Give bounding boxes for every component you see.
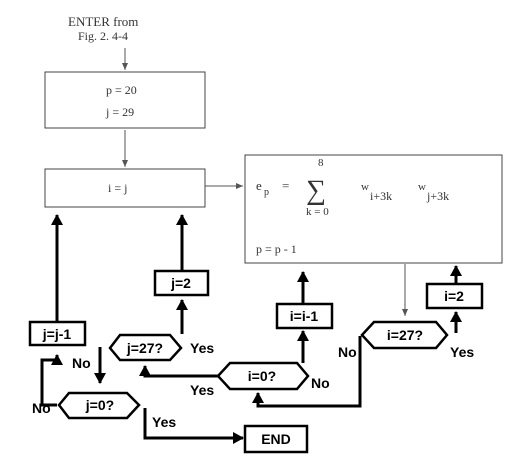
e-symbol: e [256, 178, 262, 193]
init-box [44, 71, 206, 129]
decision-i-eq-27-label: i=27? [387, 327, 423, 343]
i27-yes-label: Yes [450, 344, 474, 360]
j0-yes-label: Yes [152, 414, 176, 430]
i0-no-label: No [311, 375, 330, 391]
entry-text-line1: ENTER from [68, 14, 138, 29]
w-i-subscript: i+3k [370, 189, 392, 203]
arrow-j0-yes-to-end [143, 408, 244, 444]
sigma-icon: ∑ [306, 175, 326, 206]
arrow-j0-no-to-jdec [40, 354, 63, 407]
i-decrement-label: i=i-1 [290, 308, 319, 324]
j27-no-label: No [72, 355, 91, 371]
w-j-subscript: j+3k [426, 189, 449, 203]
end-box [243, 424, 309, 454]
entry-text-line2: Fig. 2. 4-4 [78, 29, 128, 43]
e-subscript: p [264, 187, 269, 198]
i0-yes-label: Yes [190, 382, 214, 398]
p-decrement: p = p - 1 [256, 242, 297, 256]
decision-j-eq-27-label: j=27? [126, 340, 163, 356]
sum-upper-limit: 8 [318, 157, 324, 169]
w-i-symbol: w [361, 181, 369, 193]
i-assign-box [44, 168, 206, 208]
decision-j-eq-27 [108, 333, 183, 362]
i-eq-2-box [425, 282, 484, 310]
sum-lower-limit: k = 0 [306, 206, 329, 218]
init-p-assign: p = 20 [106, 83, 137, 97]
compute-box [244, 154, 503, 264]
w-j-symbol: w [418, 181, 426, 193]
arrow-i27-no-to-i0 [252, 336, 362, 408]
j-eq-2-box [153, 269, 210, 297]
i27-no-label: No [338, 344, 357, 360]
j-decrement-label: j=j-1 [42, 326, 72, 342]
decision-i-eq-0-label: i=0? [248, 368, 276, 384]
j27-yes-label: Yes [190, 340, 214, 356]
j-eq-2-label: j=2 [170, 275, 191, 291]
j0-no-label: No [32, 400, 51, 416]
decision-j-eq-0-label: j=0? [85, 397, 114, 413]
i-decrement-box [275, 302, 334, 330]
decision-i-eq-0 [216, 361, 310, 391]
equals-sign: = [282, 178, 289, 193]
j-decrement-box [28, 320, 87, 347]
i-assign-text: i = j [108, 181, 127, 195]
end-label: END [261, 431, 291, 447]
arrow-i0-yes-to-j27 [139, 365, 218, 378]
init-j-assign: j = 29 [105, 105, 134, 119]
i-eq-2-label: i=2 [444, 288, 464, 304]
decision-i-eq-27 [360, 320, 449, 350]
decision-j-eq-0 [57, 391, 141, 420]
